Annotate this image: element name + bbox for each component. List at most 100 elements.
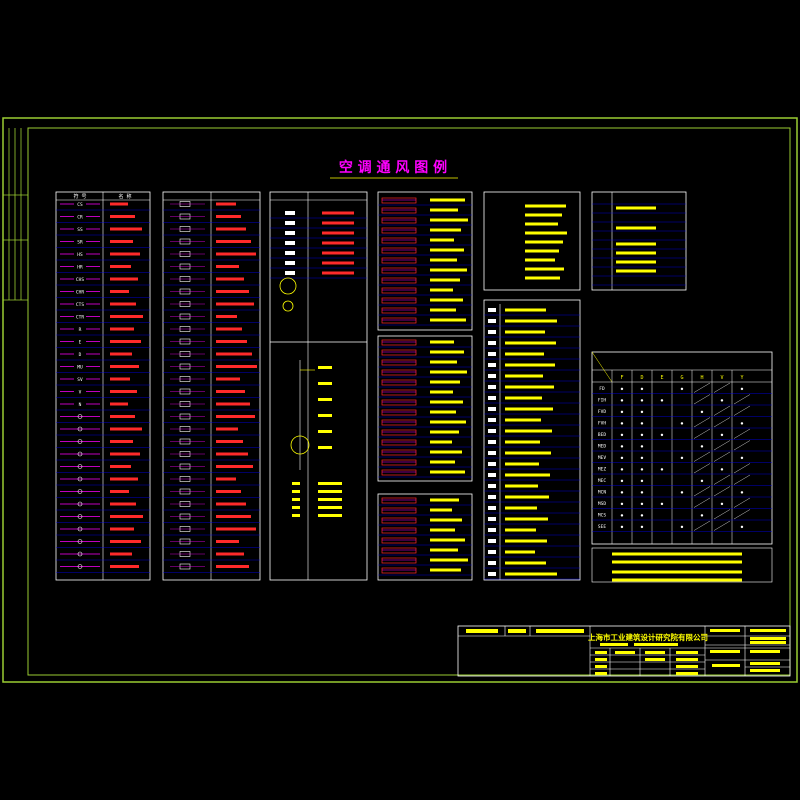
col1-code: SS — [77, 227, 83, 233]
col1-name — [110, 365, 139, 368]
col4-symbol — [381, 547, 417, 554]
matrix-col-header: E — [660, 375, 663, 381]
matrix-hatch — [733, 405, 751, 416]
col5-name — [505, 319, 557, 323]
col3-callout — [318, 430, 332, 433]
col1-code-bg — [74, 363, 86, 370]
col4-name — [430, 470, 465, 474]
col5-name — [505, 550, 535, 554]
col5-code — [488, 429, 496, 433]
matrix-dot: ● — [741, 386, 744, 391]
col1-code: V — [79, 390, 82, 396]
matrix-hatch — [693, 451, 711, 462]
col4-name — [430, 350, 464, 354]
matrix-dot: ● — [721, 432, 724, 437]
col3-callout — [318, 366, 332, 369]
col4-symbol — [381, 207, 417, 214]
col4-name — [430, 268, 467, 272]
col3-note-code — [292, 506, 300, 509]
col4-symbol — [381, 459, 417, 466]
matrix-dot: ● — [641, 501, 644, 506]
col5-name — [505, 561, 546, 565]
matrix-row-label: MEC — [598, 478, 606, 484]
col1-code-bg — [74, 326, 86, 332]
col1-glyph — [77, 564, 83, 569]
col4-name — [430, 400, 463, 404]
col2-name — [216, 365, 257, 368]
col4-name — [430, 498, 459, 502]
column-4 — [377, 191, 473, 581]
col4-symbol — [381, 517, 417, 524]
matrix-hatch — [693, 428, 711, 439]
institute-name: 上海市工业建筑设计研究院有限公司 — [588, 632, 708, 642]
col4-symbol — [381, 449, 417, 456]
col3-code — [285, 241, 295, 245]
col3-code — [285, 231, 295, 235]
col5-name — [505, 341, 556, 345]
col6-top-border — [591, 191, 687, 291]
col2-name — [216, 427, 238, 431]
matrix-row-label: FD — [599, 386, 605, 392]
matrix-row-label: FVH — [598, 421, 606, 427]
col1-code: CTS — [76, 302, 84, 308]
matrix-hatch — [733, 509, 751, 520]
col4-name — [430, 370, 467, 374]
matrix-dot: ● — [621, 409, 624, 414]
col1-name — [110, 240, 133, 243]
matrix-hatch — [693, 394, 711, 405]
col4-symbol — [381, 297, 417, 304]
col5-code — [488, 539, 496, 543]
column-3-border — [269, 191, 368, 581]
col4-name — [430, 380, 460, 384]
col4-symbol — [381, 537, 417, 544]
col1-code: HR — [77, 265, 83, 271]
col1-code: R — [79, 327, 82, 333]
col4-symbol — [381, 339, 417, 346]
col5-top-note — [525, 258, 555, 262]
col5-code — [488, 418, 496, 422]
matrix-dot: ● — [661, 501, 664, 506]
col1-code-bg — [74, 288, 86, 295]
col5-top-note — [525, 231, 567, 235]
col4-symbol — [381, 439, 417, 446]
col5-code — [488, 462, 496, 466]
col4-name — [430, 548, 458, 552]
col3-note-code — [292, 490, 300, 493]
col1-name — [110, 440, 133, 443]
matrix-dot: ● — [641, 409, 644, 414]
binding-strip — [3, 128, 28, 301]
col4-name — [430, 460, 455, 464]
col4-symbol — [381, 227, 417, 234]
col1-name — [110, 515, 143, 518]
col2-name — [216, 215, 241, 218]
col5-code — [488, 473, 496, 477]
col4-symbol — [381, 469, 417, 476]
col4-symbol — [381, 429, 417, 436]
col1-glyph — [77, 489, 83, 494]
col1-code: CS — [77, 202, 83, 208]
matrix-hatch — [713, 382, 731, 393]
matrix-hatch — [713, 486, 731, 497]
col5-code — [488, 396, 496, 400]
col6-top-note — [616, 260, 656, 264]
col4-symbol — [381, 359, 417, 366]
matrix-hatch — [713, 509, 731, 520]
col4-name — [430, 440, 452, 444]
col5-code — [488, 363, 496, 367]
col2-name — [216, 277, 244, 281]
matrix-dot: ● — [641, 444, 644, 449]
col3-name — [322, 211, 354, 215]
matrix-dot: ● — [681, 455, 684, 460]
col5-name — [505, 440, 540, 444]
col5-code — [488, 506, 496, 510]
col3-code — [285, 271, 295, 275]
col5-code — [488, 319, 496, 323]
matrix-note-line — [612, 552, 742, 556]
col1-code-bg — [74, 388, 86, 395]
col5-name — [505, 462, 539, 466]
col5-code — [488, 517, 496, 521]
col5-name — [505, 330, 545, 334]
col5-name — [505, 528, 536, 532]
matrix-dot: ● — [621, 478, 624, 483]
matrix-row-label: MCN — [598, 490, 606, 496]
